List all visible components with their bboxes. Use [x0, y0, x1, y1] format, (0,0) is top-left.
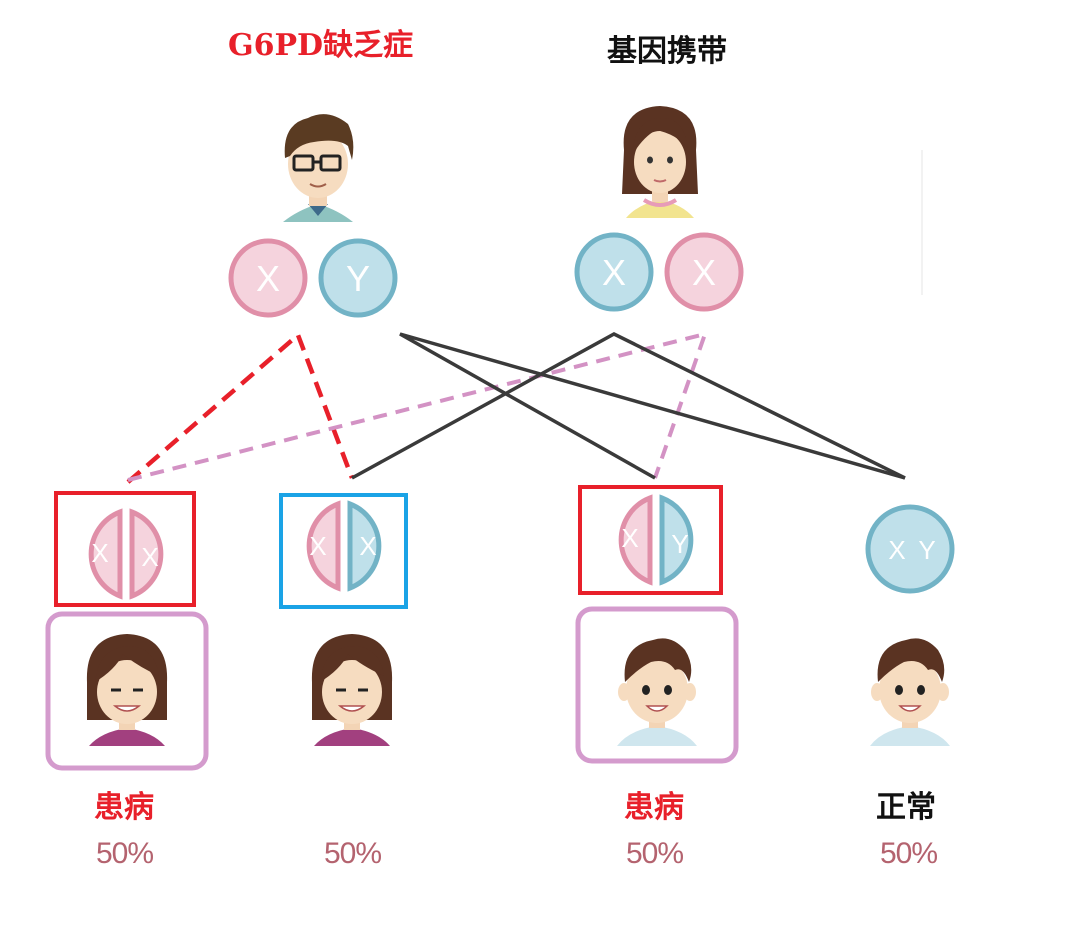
child-2-allele-2: X: [359, 531, 376, 561]
child-1-allele-1: X: [91, 538, 108, 568]
father-x-text: X: [256, 258, 280, 299]
child-3-genotype: X Y: [618, 494, 694, 586]
father-x-line: [126, 331, 355, 484]
mother-x-line-a: [351, 332, 906, 480]
child-4-status: 正常: [876, 790, 936, 825]
child-3-status: 患病: [624, 790, 684, 825]
child-4-allele-2: Y: [918, 535, 935, 565]
child-1-allele-2: X: [141, 542, 158, 572]
father-y-chromosome: [318, 238, 398, 318]
carrier-frame: [279, 493, 408, 609]
child-3-allele-2: Y: [671, 529, 688, 559]
child-4-allele-1: X: [888, 535, 905, 565]
father-y-text: Y: [346, 258, 370, 299]
affected-frame: [54, 491, 196, 607]
child-1-portrait-frame: [45, 611, 209, 771]
father-title: G6PD缺乏症: [228, 28, 414, 63]
boy-icon: [616, 637, 698, 747]
father-icon: [281, 112, 355, 224]
father-x-chromosome: [228, 238, 308, 318]
child-1-percent: 50%: [96, 837, 154, 870]
girl-icon: [85, 632, 169, 748]
child-1-genotype: X X: [88, 508, 164, 600]
child-1-status: 患病: [94, 790, 154, 825]
inheritance-lines: [126, 331, 906, 484]
child-3-allele-1: X: [621, 523, 638, 553]
mother-title: 基因携带: [607, 34, 727, 69]
boy-icon: [869, 637, 951, 747]
mother-x-chromosome-1: [574, 232, 654, 312]
child-3-portrait-frame: [575, 606, 739, 764]
child-3-percent: 50%: [626, 837, 684, 870]
mother-x2-text: X: [692, 252, 716, 293]
child-2-allele-1: X: [309, 531, 326, 561]
affected-frame: [578, 485, 723, 595]
mother-chromosomes: X X: [574, 232, 744, 312]
mother-icon: [620, 104, 700, 220]
mother-x-dashed-line: [127, 331, 709, 482]
father-chromosomes: X Y: [228, 238, 398, 318]
child-2-percent: 50%: [324, 837, 382, 870]
mother-x1-text: X: [602, 252, 626, 293]
mother-x-chromosome-2: [664, 232, 744, 312]
child-4-genotype: X Y: [865, 504, 955, 594]
father-y-line: [399, 332, 906, 480]
child-4-percent: 50%: [880, 837, 938, 870]
child-2-genotype: X X: [306, 500, 382, 592]
girl-icon: [310, 632, 394, 748]
